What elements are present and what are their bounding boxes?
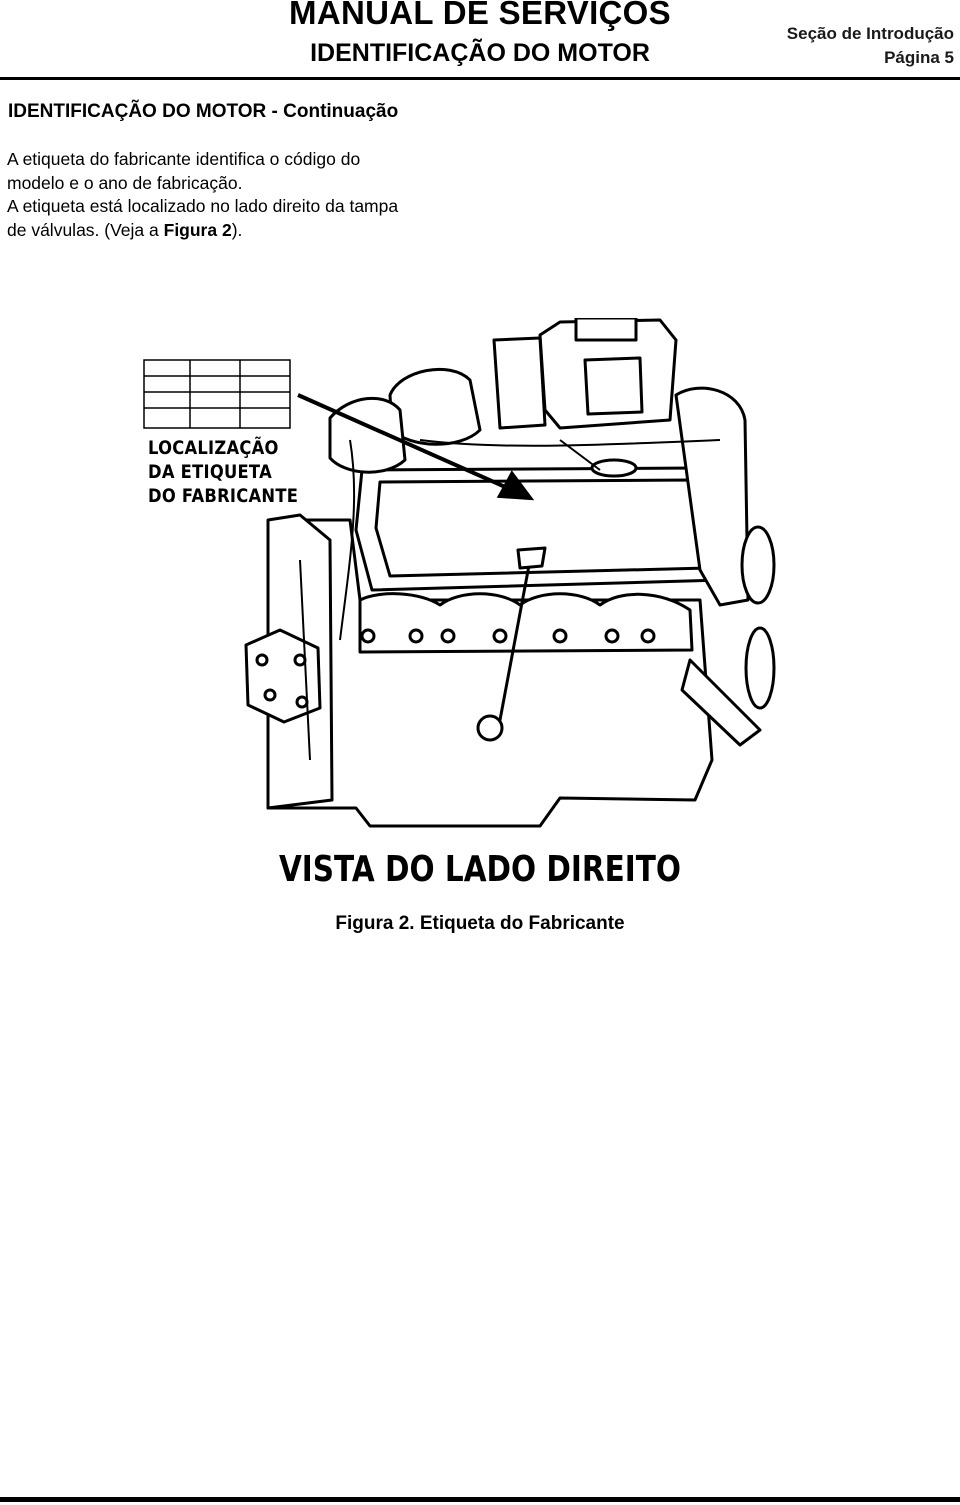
body-text-span: de válvulas. (Veja a <box>7 219 164 240</box>
footer-divider <box>0 1497 960 1502</box>
page-number: Página 5 <box>884 48 954 67</box>
body-text-span: ). <box>231 219 243 240</box>
callout-line: LOCALIZAÇÃO <box>148 437 279 459</box>
callout-line: DO FABRICANTE <box>148 485 299 507</box>
header-divider <box>0 77 960 80</box>
callout-line: DA ETIQUETA <box>148 461 272 483</box>
figure-caption: Figura 2. Etiqueta do Fabricante <box>335 913 625 934</box>
manual-subtitle: IDENTIFICAÇÃO DO MOTOR <box>310 39 650 67</box>
section-heading: IDENTIFICAÇÃO DO MOTOR - Continuação <box>8 101 399 122</box>
body-line: A etiqueta do fabricante identifica o có… <box>7 149 361 169</box>
body-paragraph: A etiqueta do fabricante identifica o có… <box>7 148 462 242</box>
manual-title: MANUAL DE SERVIÇOS <box>289 0 671 31</box>
label-location-callout: LOCALIZAÇÃO DA ETIQUETA DO FABRICANTE <box>148 436 298 508</box>
view-title: VISTA DO LADO DIREITO <box>278 849 682 890</box>
body-line: de válvulas. (Veja a Figura 2). <box>7 219 462 243</box>
engine-illustration <box>143 318 776 828</box>
body-line: A etiqueta está localizado no lado direi… <box>7 196 399 216</box>
section-name: Seção de Introdução <box>786 24 954 43</box>
figure-reference: Figura 2 <box>163 219 232 240</box>
header-right-block: Seção de Introdução Página 5 <box>787 22 954 70</box>
body-line: modelo e o ano de fabricação. <box>7 172 243 193</box>
